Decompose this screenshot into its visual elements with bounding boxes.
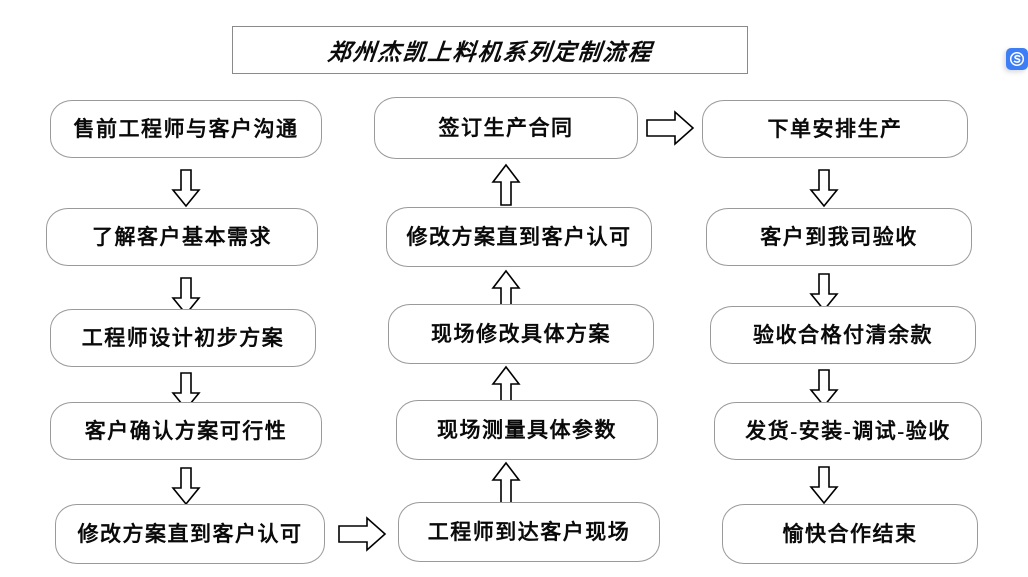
flow-box-label: 发货-安装-调试-验收 <box>745 418 951 443</box>
flow-box-label: 签订生产合同 <box>438 115 574 140</box>
arrow-down-c1-2 <box>168 276 204 316</box>
arrow-down-c3-3 <box>806 368 842 408</box>
connector-arrow-right-2 <box>645 108 697 148</box>
arrow-down-c1-3 <box>168 371 204 411</box>
flow-box-c3-s4[interactable]: 发货-安装-调试-验收 <box>714 402 982 460</box>
flow-box-label: 工程师到达客户现场 <box>427 519 631 544</box>
flow-box-c3-s1[interactable]: 下单安排生产 <box>702 100 968 158</box>
flow-box-c3-s3[interactable]: 验收合格付清余款 <box>710 306 976 364</box>
arrow-down-c3-2 <box>806 272 842 312</box>
flow-box-label: 了解客户基本需求 <box>92 224 272 249</box>
flow-box-label: 客户确认方案可行性 <box>84 418 288 443</box>
flow-box-c2-s2[interactable]: 修改方案直到客户认可 <box>386 207 652 267</box>
flow-box-label: 客户到我司验收 <box>760 224 918 249</box>
flow-box-label: 现场修改具体方案 <box>431 321 611 346</box>
arrow-down-c1-4 <box>168 466 204 506</box>
flow-box-label: 现场测量具体参数 <box>437 417 617 442</box>
browser-extension-badge[interactable] <box>1006 48 1028 70</box>
arrow-up-c2-1 <box>488 162 524 208</box>
flow-box-label: 修改方案直到客户认可 <box>77 521 303 546</box>
flow-box-c2-s4[interactable]: 现场测量具体参数 <box>396 400 658 460</box>
chart-title-box: 郑州杰凯上料机系列定制流程 <box>232 26 748 74</box>
flow-box-c1-s1[interactable]: 售前工程师与客户沟通 <box>50 100 322 158</box>
arrow-down-c3-1 <box>806 168 842 208</box>
connector-arrow-right-1 <box>337 514 389 554</box>
flow-box-label: 验收合格付清余款 <box>753 322 933 347</box>
flow-box-c3-s5[interactable]: 愉快合作结束 <box>722 504 978 564</box>
flow-box-c1-s2[interactable]: 了解客户基本需求 <box>46 208 318 266</box>
flow-box-label: 下单安排生产 <box>767 116 903 141</box>
flow-box-label: 售前工程师与客户沟通 <box>73 116 299 141</box>
flow-box-c3-s2[interactable]: 客户到我司验收 <box>706 208 972 266</box>
flow-box-c1-s3[interactable]: 工程师设计初步方案 <box>50 309 316 367</box>
flow-box-c2-s3[interactable]: 现场修改具体方案 <box>388 304 654 364</box>
flow-box-label: 修改方案直到客户认可 <box>406 224 632 249</box>
flow-box-label: 工程师设计初步方案 <box>81 325 285 350</box>
flow-box-c2-s1[interactable]: 签订生产合同 <box>374 97 638 159</box>
sogou-s-icon <box>1009 51 1025 67</box>
arrow-up-c2-4 <box>488 460 524 506</box>
flow-box-c1-s5[interactable]: 修改方案直到客户认可 <box>55 504 325 564</box>
page-title: 郑州杰凯上料机系列定制流程 <box>325 40 654 65</box>
arrow-down-c1-1 <box>168 168 204 208</box>
flow-box-c2-s5[interactable]: 工程师到达客户现场 <box>398 502 660 562</box>
arrow-down-c3-4 <box>806 465 842 505</box>
flow-box-c1-s4[interactable]: 客户确认方案可行性 <box>50 402 322 460</box>
flow-box-label: 愉快合作结束 <box>782 521 918 546</box>
